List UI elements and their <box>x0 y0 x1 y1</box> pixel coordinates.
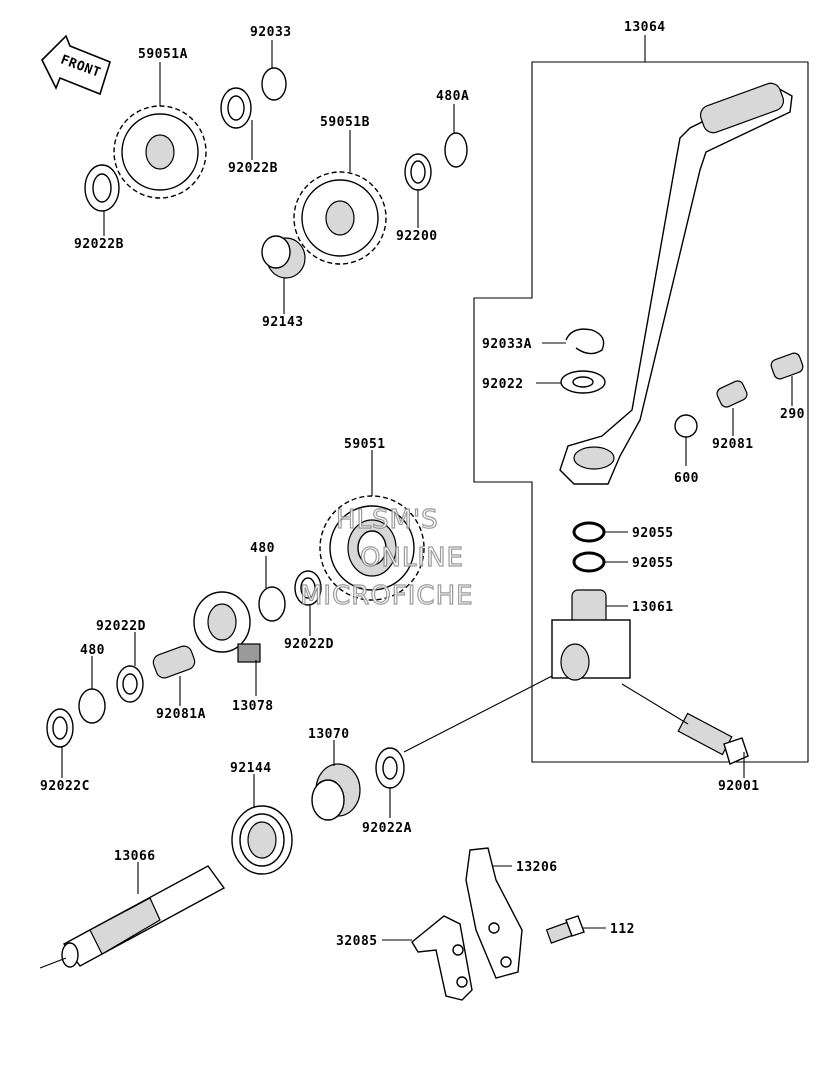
spring-92081A <box>152 645 196 679</box>
label-92022C: 92022C <box>40 779 90 794</box>
bolt-92001 <box>677 712 749 765</box>
kick-lever-13064 <box>559 82 793 485</box>
gear-59051A <box>113 105 207 199</box>
circlip-92033 <box>261 67 287 101</box>
o-ring-92055-b <box>572 551 606 573</box>
assembly-outline <box>473 61 809 763</box>
circlip-480-left <box>78 688 106 724</box>
label-92081: 92081 <box>712 437 754 452</box>
plate-32085 <box>411 915 473 1001</box>
watermark-line1: HLSM'S <box>336 505 439 535</box>
circlip-480-mid <box>258 586 286 622</box>
washer-92022A <box>375 747 405 789</box>
label-92022A: 92022A <box>362 821 412 836</box>
bushing-92143 <box>261 235 306 279</box>
label-92143: 92143 <box>262 315 304 330</box>
label-92055-a: 92055 <box>632 526 674 541</box>
washer-92022D-right <box>294 570 322 606</box>
washer-92022 <box>560 370 606 394</box>
watermark-line2: ONLINE <box>360 543 464 573</box>
o-ring-92055-a <box>572 521 606 543</box>
label-13061: 13061 <box>632 600 674 615</box>
plate-13206 <box>465 847 523 979</box>
label-13206: 13206 <box>516 860 558 875</box>
spring-92144 <box>231 805 293 875</box>
label-13064: 13064 <box>624 20 666 35</box>
washer-92022B-top <box>220 87 252 129</box>
label-112: 112 <box>610 922 635 937</box>
boss-13061 <box>551 589 631 681</box>
plug-290 <box>770 352 804 380</box>
label-480-mid: 480 <box>250 541 275 556</box>
watermark: HLSM'S ONLINE MICROFICHE <box>299 504 474 611</box>
label-480A: 480A <box>436 89 469 104</box>
guide-13070 <box>311 763 361 821</box>
ratchet-13078 <box>193 591 261 663</box>
label-92022B-left: 92022B <box>74 237 124 252</box>
bolt-112 <box>545 915 585 944</box>
label-92001: 92001 <box>718 779 760 794</box>
label-13070: 13070 <box>308 727 350 742</box>
circlip-480A <box>444 132 468 168</box>
ball-600 <box>674 414 698 438</box>
label-92022D-left: 92022D <box>96 619 146 634</box>
label-92033A: 92033A <box>482 337 532 352</box>
gear-59051 <box>319 495 425 601</box>
label-59051: 59051 <box>344 437 386 452</box>
label-92022: 92022 <box>482 377 524 392</box>
leader-lines <box>61 35 793 941</box>
label-92022B-top: 92022B <box>228 161 278 176</box>
washer-92022C <box>46 708 74 748</box>
label-92022D-right: 92022D <box>284 637 334 652</box>
label-92144: 92144 <box>230 761 272 776</box>
spring-92081 <box>716 380 748 408</box>
label-13066: 13066 <box>114 849 156 864</box>
washer-92200 <box>404 153 432 191</box>
label-59051B: 59051B <box>320 115 370 130</box>
part-labels: 13064 59051A 92033 92022B 92022B 59051B … <box>40 20 805 949</box>
label-600: 600 <box>674 471 699 486</box>
circlip-92033A <box>565 328 605 355</box>
label-92200: 92200 <box>396 229 438 244</box>
washer-92022D-left <box>116 665 144 703</box>
kick-shaft-13066 <box>39 865 226 969</box>
label-92033: 92033 <box>250 25 292 40</box>
label-92055-b: 92055 <box>632 556 674 571</box>
label-32085: 32085 <box>336 934 378 949</box>
washer-92022B-left <box>84 164 120 212</box>
gear-59051B <box>293 171 387 265</box>
label-59051A: 59051A <box>138 47 188 62</box>
label-290: 290 <box>780 407 805 422</box>
front-arrow-icon: FRONT <box>41 34 111 96</box>
label-13078: 13078 <box>232 699 274 714</box>
label-480-left: 480 <box>80 643 105 658</box>
watermark-line3: MICROFICHE <box>300 581 474 611</box>
label-92081A: 92081A <box>156 707 206 722</box>
